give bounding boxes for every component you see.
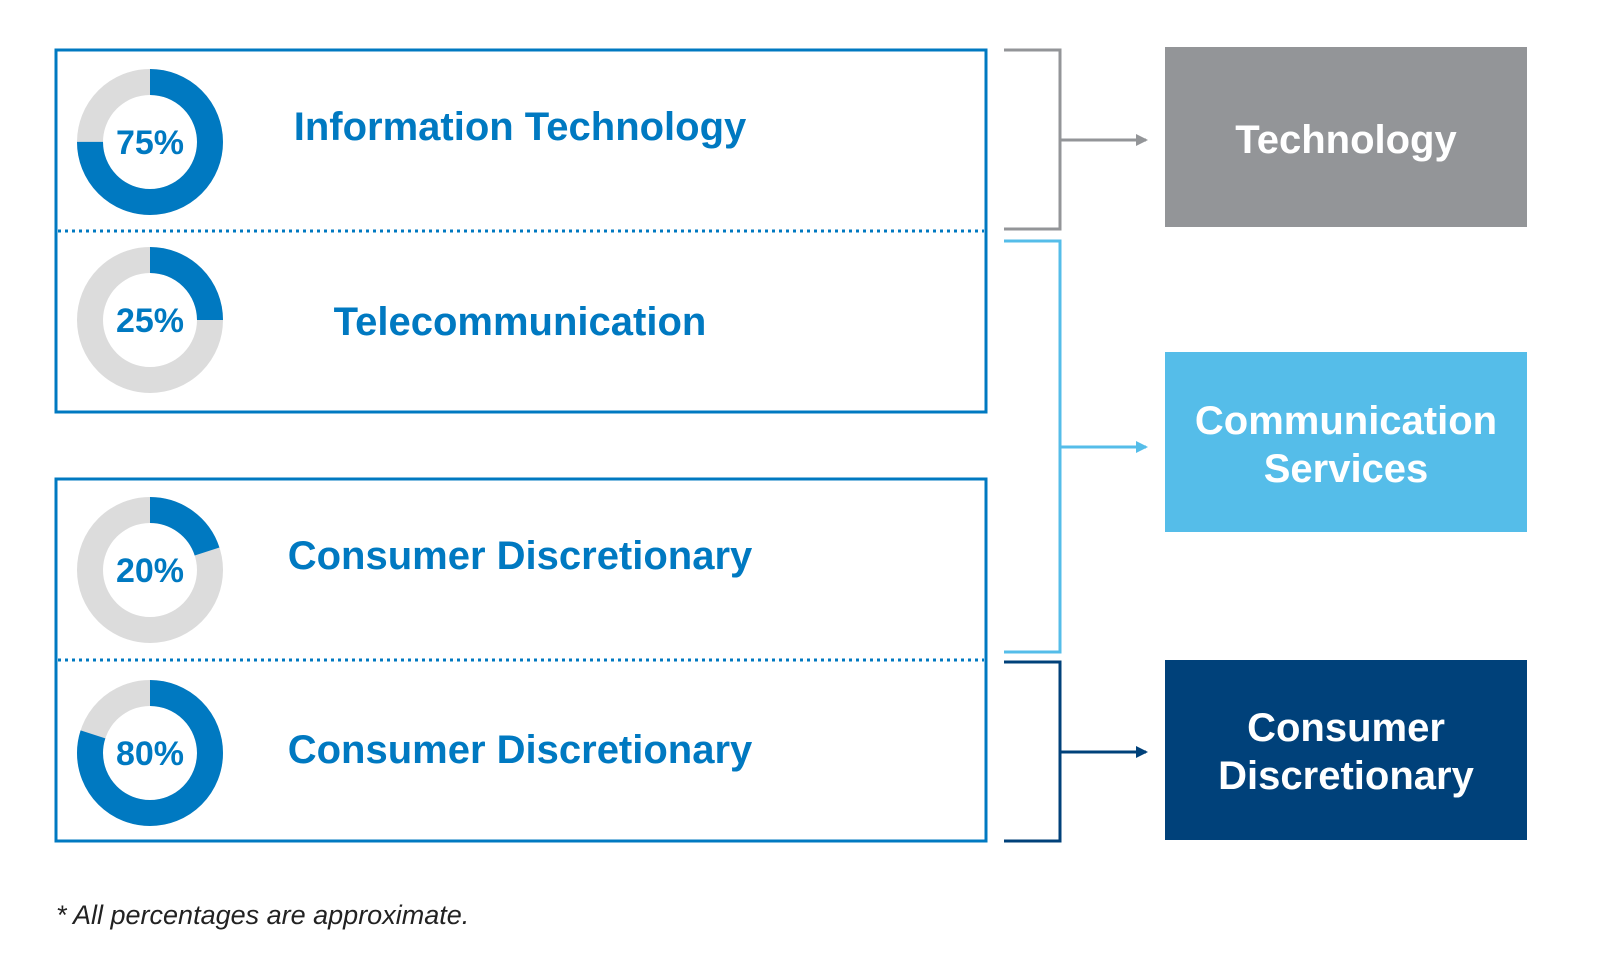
- target-label-consumer-line2: Discretionary: [1218, 754, 1474, 798]
- donut-2: 20%: [77, 497, 223, 643]
- target-label-communication-line1: Communication: [1195, 399, 1497, 443]
- donut-1: 25%: [77, 247, 223, 393]
- segment-label-2: Consumer Discretionary: [288, 534, 753, 578]
- segment-label-3: Consumer Discretionary: [288, 728, 753, 772]
- percent-label-1: 25%: [116, 302, 184, 340]
- target-box-communication: [1165, 352, 1527, 532]
- target-label-consumer-line1: Consumer: [1247, 706, 1445, 750]
- percent-label-0: 75%: [116, 124, 184, 162]
- target-communication: Communication Services: [1165, 352, 1527, 532]
- percent-label-3: 80%: [116, 735, 184, 773]
- bracket-technology: [1004, 48, 1148, 231]
- target-label-technology: Technology: [1235, 118, 1457, 162]
- source-box-bottom: [54, 477, 988, 843]
- donut-3: 80%: [77, 680, 223, 826]
- target-consumer: Consumer Discretionary: [1165, 660, 1527, 840]
- bracket-communication: [1004, 239, 1148, 654]
- donut-0: 75%: [77, 69, 223, 215]
- segment-label-1: Telecommunication: [334, 300, 707, 344]
- target-technology: Technology: [1165, 47, 1527, 227]
- percent-label-2: 20%: [116, 552, 184, 590]
- target-box-consumer: [1165, 660, 1527, 840]
- segment-label-0: Information Technology: [294, 105, 747, 149]
- target-box-technology: [1165, 47, 1527, 227]
- source-box-top: [54, 48, 988, 414]
- bracket-consumer: [1004, 660, 1148, 843]
- footnote: * All percentages are approximate.: [56, 900, 470, 930]
- target-label-communication-line2: Services: [1264, 447, 1429, 491]
